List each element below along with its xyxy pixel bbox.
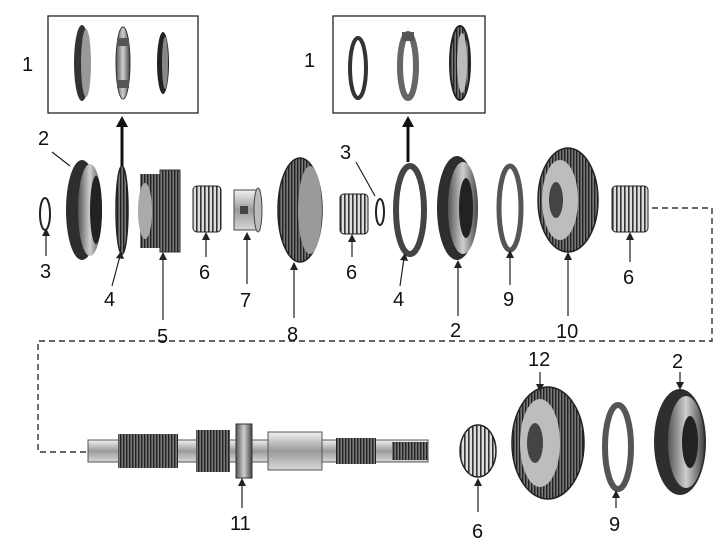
label-7: 7 [240,290,251,312]
synchro-cone-right [397,31,419,101]
gear-12 [511,386,585,500]
synchro-kit-box-right [332,15,486,114]
label-6-b: 6 [346,262,357,284]
synchro-ring-9a [496,163,524,253]
mainshaft-11 [87,423,429,479]
gear-cluster-5 [138,169,181,253]
snap-ring-left [39,197,51,231]
arrow-to-kit-left [116,116,128,168]
needle-bearing-6c [611,185,649,233]
label-1-right: 1 [304,50,315,72]
snap-ring-right [375,198,385,226]
label-2-a: 2 [38,128,49,150]
label-3-b: 3 [340,142,351,164]
synchro-ring-inner-right [449,25,471,101]
label-6-d: 6 [472,521,483,542]
gear-10 [537,147,599,253]
synchro-ring-inner-left [157,32,169,94]
label-10: 10 [556,321,578,343]
synchro-kit-box-left [47,15,199,114]
synchro-ring-outer-left [74,25,91,101]
label-11: 11 [230,513,251,535]
needle-bearing-6b [339,193,369,235]
label-8: 8 [287,324,298,346]
synchronizer-hub-2b [437,156,478,260]
bushing-7 [233,187,263,233]
label-5: 5 [157,326,168,348]
needle-bearing-6d [459,424,497,478]
arrow-to-kit-right [402,116,414,162]
needle-bearing-6a [192,185,222,233]
label-4-a: 4 [104,289,115,311]
leader-lines [42,151,684,512]
label-6-c: 6 [623,267,634,289]
label-6-a: 6 [199,262,210,284]
label-2-c: 2 [672,351,683,373]
synchro-ring-4a [115,165,129,255]
synchronizer-hub-2a [66,160,102,260]
label-1-left: 1 [22,54,33,76]
helical-gear-8 [277,157,323,263]
label-3-a: 3 [40,261,51,283]
synchro-ring-4b [393,163,427,257]
label-9-a: 9 [503,289,514,311]
synchronizer-hub-2c [654,389,706,495]
synchro-cone-left [115,26,131,100]
label-9-b: 9 [609,514,620,536]
assembly-connector-line [37,207,713,453]
label-12: 12 [528,349,550,371]
label-4-b: 4 [393,289,404,311]
synchro-ring-outer-right [348,36,368,100]
synchro-ring-9b [602,402,634,492]
label-2-b: 2 [450,320,461,342]
